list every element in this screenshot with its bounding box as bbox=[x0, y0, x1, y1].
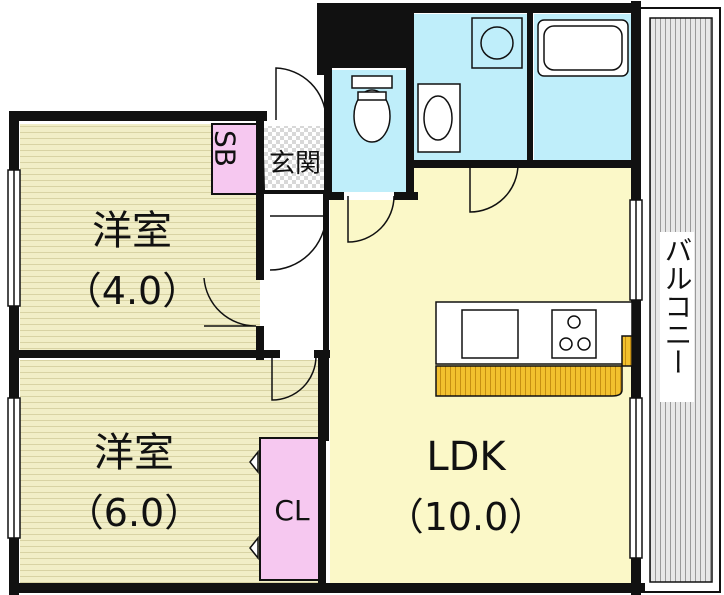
kitchen-island bbox=[435, 301, 633, 397]
washbasin-icon bbox=[417, 83, 461, 153]
closet-label: CL bbox=[274, 494, 310, 527]
entrance-label: 玄関 bbox=[269, 149, 321, 179]
bathtub-icon bbox=[537, 19, 629, 77]
stove-icon bbox=[551, 309, 597, 359]
kitchen-counter bbox=[435, 335, 633, 397]
closet-doors bbox=[249, 449, 259, 561]
balcony-label: バルコニー bbox=[661, 236, 694, 376]
toilet-icon bbox=[351, 75, 393, 143]
balcony-label-bg bbox=[660, 232, 694, 402]
western-room-1-size: （4.0） bbox=[64, 269, 200, 313]
balcony: バルコニー bbox=[635, 7, 721, 593]
entrance-floor bbox=[262, 126, 326, 188]
western-room-2-size: （6.0） bbox=[66, 491, 202, 535]
ldk-name: LDK bbox=[426, 434, 507, 480]
ldk-size: （10.0） bbox=[386, 495, 547, 539]
washing-machine-icon bbox=[471, 17, 523, 69]
western-room-1-name: 洋室 bbox=[92, 208, 172, 254]
shoe-box-area bbox=[211, 123, 259, 195]
shoe-box-label: SB bbox=[209, 130, 242, 167]
hallway-floor bbox=[262, 196, 330, 360]
windows bbox=[7, 169, 643, 559]
doors bbox=[203, 67, 519, 401]
sink-icon bbox=[461, 309, 519, 359]
western-room-2-name: 洋室 bbox=[94, 430, 174, 476]
